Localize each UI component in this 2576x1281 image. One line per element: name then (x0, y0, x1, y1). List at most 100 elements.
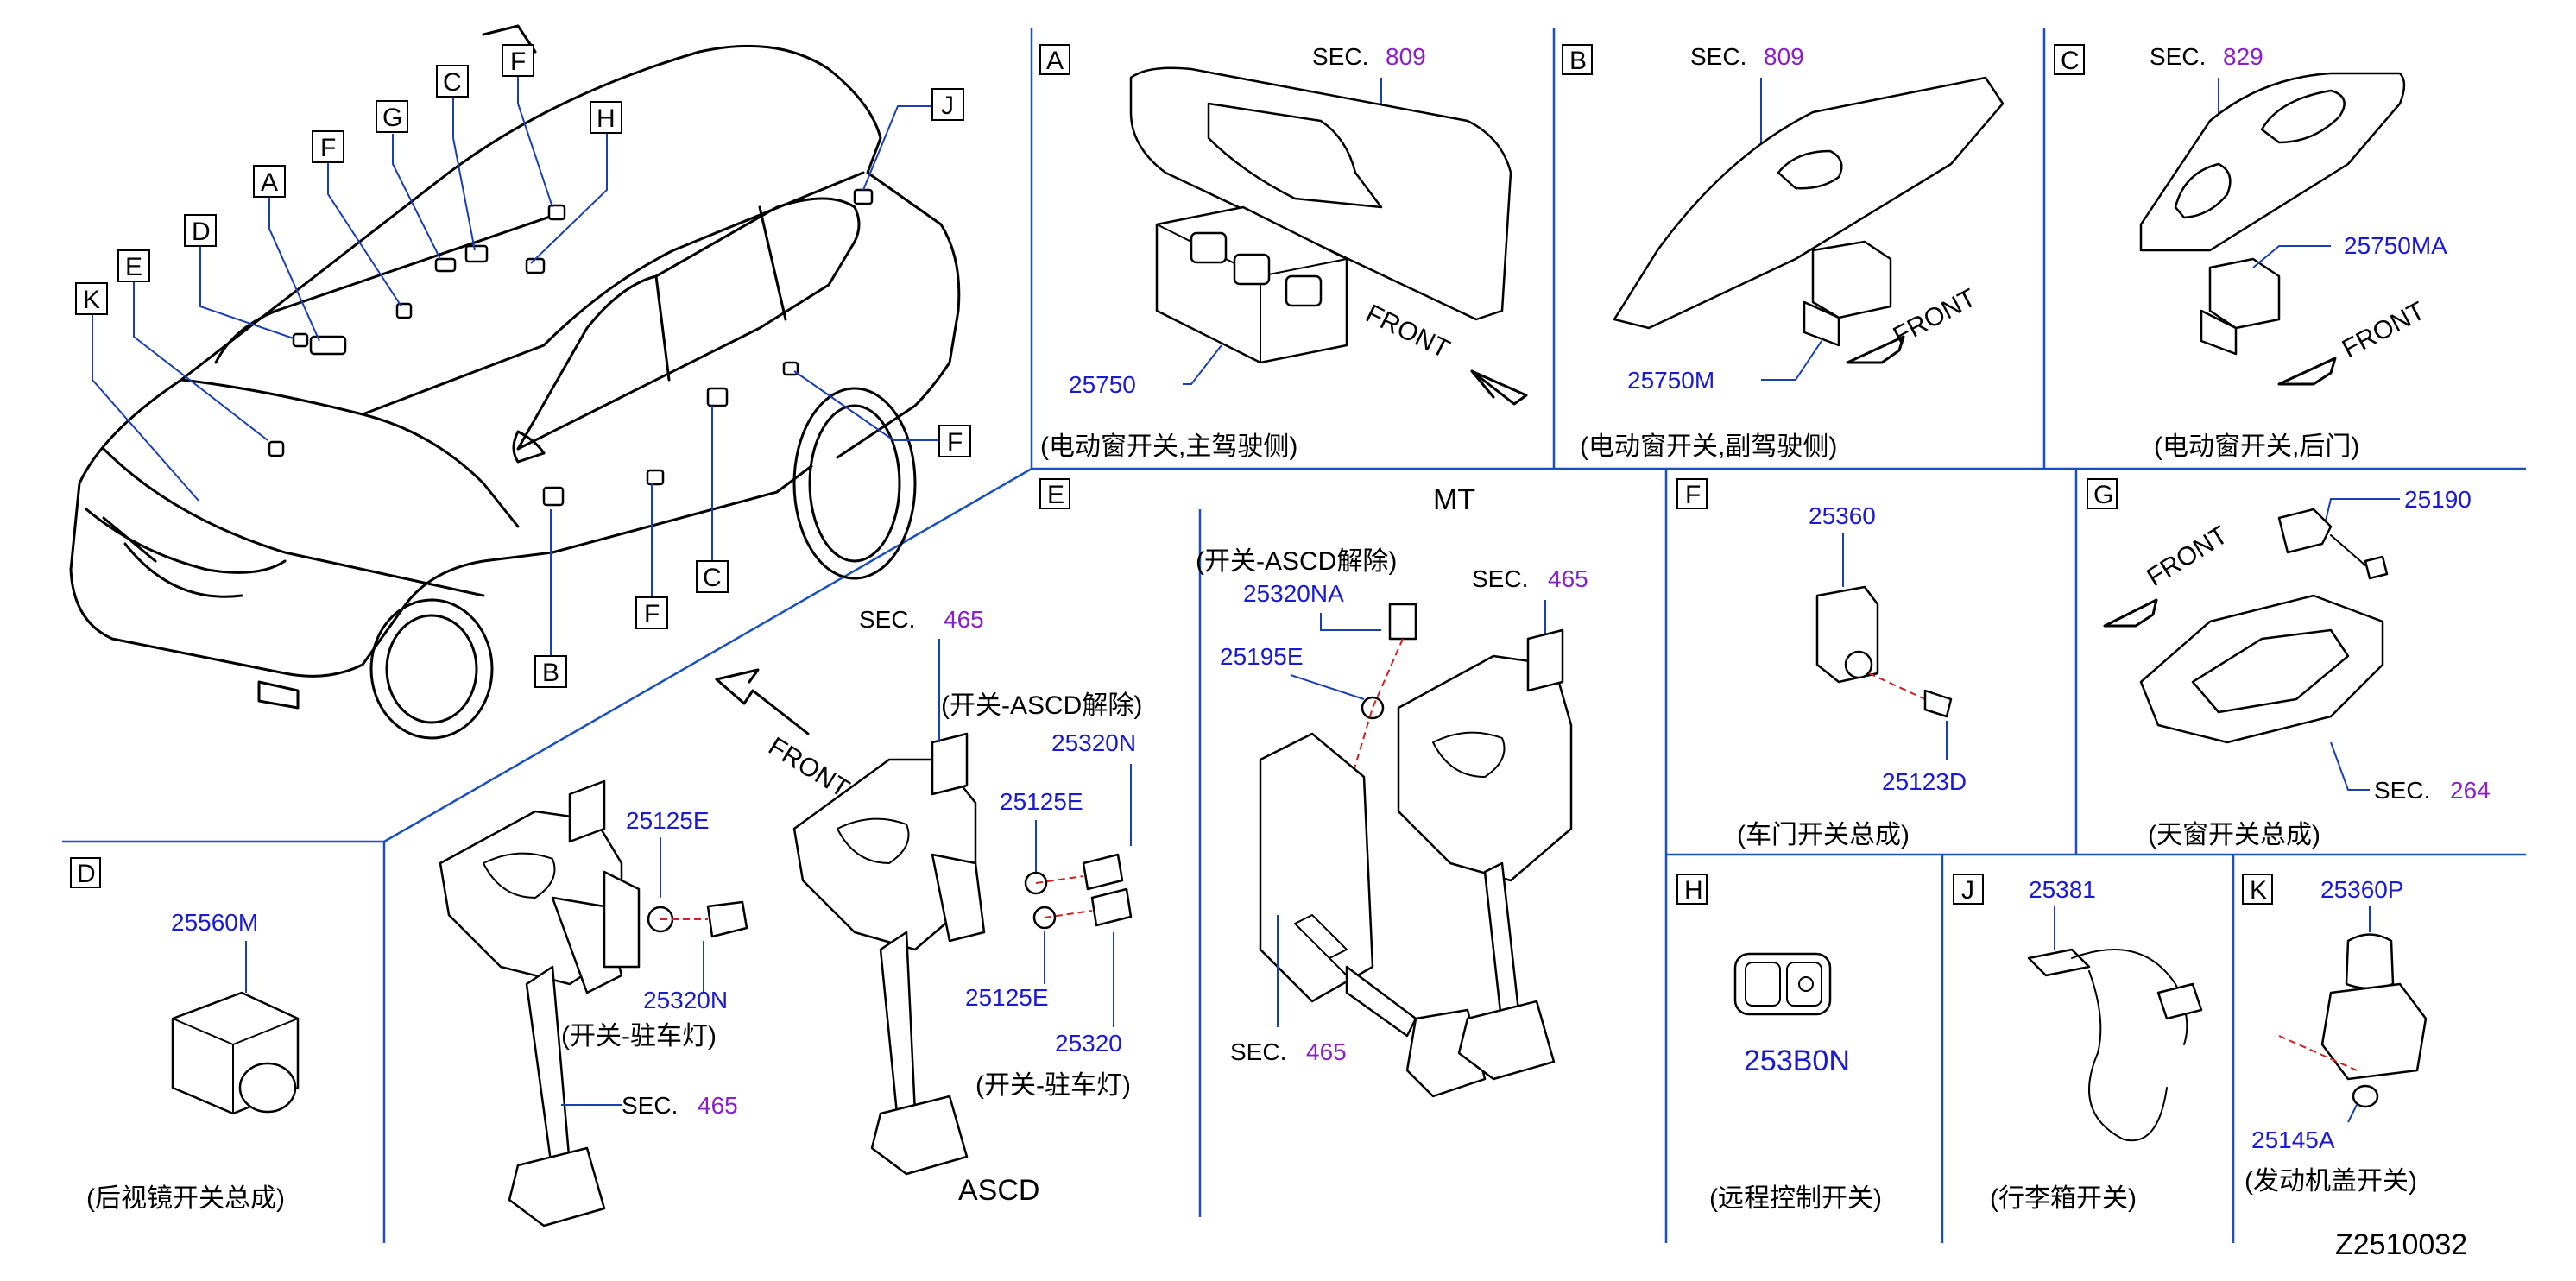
panel-g-sec-label: SEC. (2374, 777, 2430, 804)
panel-h: H 253B0N (远程控制开关) (1676, 874, 1882, 1213)
panel-c-caption: (电动窗开关,后门) (2154, 432, 2359, 461)
panel-h-letter: H (1684, 876, 1703, 905)
panel-b-part-number: 25750M (1627, 367, 1714, 394)
panel-e: E SEC. 465 25125E 25320N (开关-驻车灯) (439, 478, 1588, 1227)
panel-g-sec-number: 264 (2450, 777, 2491, 804)
car-callout-c1: C (436, 65, 469, 98)
car-overview: FRONT (69, 24, 961, 804)
e-left-sec-number: 465 (698, 1092, 738, 1119)
callout-h-label: H (597, 104, 616, 133)
e-ascd-part-3: 25125E (965, 984, 1049, 1011)
car-callout-g: G (376, 100, 408, 133)
panel-e-letter: E (1047, 481, 1064, 509)
e-mt-sec-top-number: 465 (1548, 565, 1588, 592)
panel-d-letter: D (77, 860, 96, 888)
car-callout-c2: C (696, 560, 729, 593)
panel-b-caption: (电动窗开关,副驾驶侧) (1580, 432, 1837, 461)
panel-k-part-2: 25145A (2251, 1126, 2335, 1153)
e-ascd-caption-bottom: (开关-驻车灯) (975, 1071, 1131, 1100)
callout-b-label: B (542, 659, 559, 687)
e-mt-sec-top-label: SEC. (1472, 565, 1528, 592)
e-left-part-top: 25125E (626, 807, 710, 834)
callout-f1-label: F (320, 134, 336, 162)
callout-j-label: J (941, 92, 954, 120)
panel-c-part-number: 25750MA (2344, 232, 2447, 259)
panel-f-part-1: 25360 (1809, 502, 1876, 529)
panel-a-letter: A (1046, 47, 1064, 75)
car-callout-a: A (253, 165, 286, 198)
callout-f4-label: F (644, 600, 660, 628)
panel-c-front-label: FRONT (2338, 297, 2430, 364)
car-callout-k: K (75, 282, 108, 315)
callout-k-label: K (83, 286, 100, 314)
car-callout-f1: F (312, 130, 344, 163)
car-callout-d: D (184, 214, 217, 247)
pedal-assembly-mt (1259, 628, 1573, 1098)
panel-h-part-number: 253B0N (1744, 1044, 1850, 1077)
panel-a-front-label: FRONT (1361, 300, 1454, 364)
e-left-caption: (开关-驻车灯) (561, 1022, 717, 1051)
car-callout-f2: F (502, 44, 534, 77)
callout-a-label: A (261, 168, 278, 197)
panel-g: G 25190 FRONT SEC. 264 (天窗开关总成) (2087, 478, 2491, 849)
panel-c-sec-label: SEC. (2150, 43, 2206, 70)
panel-j-letter: J (1961, 876, 1974, 905)
callout-d-label: D (192, 218, 211, 246)
panel-g-caption: (天窗开关总成) (2148, 821, 2320, 849)
panel-b-sec-label: SEC. (1690, 43, 1746, 70)
callout-e-label: E (125, 253, 142, 281)
panel-g-front-label: FRONT (2142, 521, 2232, 592)
panel-b-sec-number: 809 (1764, 43, 1804, 70)
panel-d: D 25560M (后视镜开关总成) (70, 857, 300, 1213)
pedal-assembly-left (439, 779, 641, 1227)
panel-d-part-number: 25560M (171, 909, 258, 936)
e-mt-sec-bottom-label: SEC. (1230, 1038, 1286, 1065)
panel-f: F 25360 25123D (车门开关总成) (1676, 478, 1967, 849)
e-ascd-sec-label: SEC. (859, 606, 915, 633)
panel-k-letter: K (2250, 876, 2267, 905)
panel-a: A SEC. 809 25750 FRONT (电动窗开关,主驾驶侧) (1039, 43, 1528, 461)
panel-b-letter: B (1569, 47, 1587, 75)
panel-a-sec-label: SEC. (1312, 43, 1368, 70)
car-callout-b: B (534, 655, 567, 688)
e-mt-sec-bottom-number: 465 (1306, 1038, 1347, 1065)
panel-j: J 25381 (行李箱开关) (1953, 874, 2203, 1213)
e-mt-part-2: 25195E (1220, 643, 1304, 670)
panel-j-caption: (行李箱开关) (1990, 1184, 2137, 1213)
panel-a-part-number: 25750 (1069, 371, 1136, 398)
e-ascd-part-1: 25320N (1051, 729, 1136, 756)
panel-a-sec-number: 809 (1386, 43, 1426, 70)
e-left-part-bottom: 25320N (643, 987, 728, 1013)
panel-k-caption: (发动机盖开关) (2245, 1167, 2417, 1196)
panel-d-caption: (后视镜开关总成) (86, 1184, 285, 1213)
car-callout-f3: F (938, 425, 971, 458)
panel-k: K 25360P 25145A (发动机盖开关) (2242, 874, 2428, 1196)
e-mt-title: MT (1433, 483, 1475, 516)
panel-j-part-number: 25381 (2029, 876, 2096, 903)
panel-b: B SEC. 809 25750M FRONT (电动窗开关,副驾驶侧) (1562, 43, 2005, 461)
callout-f3-label: F (947, 428, 963, 457)
callout-c1-label: C (443, 68, 462, 97)
panel-f-caption: (车门开关总成) (1737, 821, 1910, 849)
e-ascd-caption-top: (开关-ASCD解除) (941, 691, 1142, 720)
e-ascd-part-2: 25125E (1000, 788, 1083, 815)
panel-c-sec-number: 829 (2223, 43, 2263, 70)
e-mt-caption-top: (开关-ASCD解除) (1196, 547, 1397, 576)
pedal-assembly-ascd (792, 732, 986, 1176)
e-ascd-sec-number: 465 (944, 606, 984, 633)
panel-dividers (62, 28, 2526, 1243)
panel-a-caption: (电动窗开关,主驾驶侧) (1040, 432, 1297, 461)
car-callout-h: H (590, 101, 622, 134)
callout-f2-label: F (510, 47, 526, 76)
e-ascd-title: ASCD (958, 1174, 1039, 1207)
panel-f-letter: F (1685, 481, 1701, 509)
panel-c-letter: C (2061, 47, 2080, 75)
panel-h-caption: (远程控制开关) (1709, 1184, 1882, 1213)
callout-g-label: G (382, 104, 402, 132)
e-mt-part-1: 25320NA (1243, 580, 1344, 607)
diagram-id: Z2510032 (2335, 1228, 2467, 1261)
car-callout-j: J (931, 88, 964, 121)
car-callout-e: E (117, 249, 150, 282)
panel-c: C SEC. 829 25750MA FRONT (电动窗开关,后门) (2054, 43, 2447, 461)
